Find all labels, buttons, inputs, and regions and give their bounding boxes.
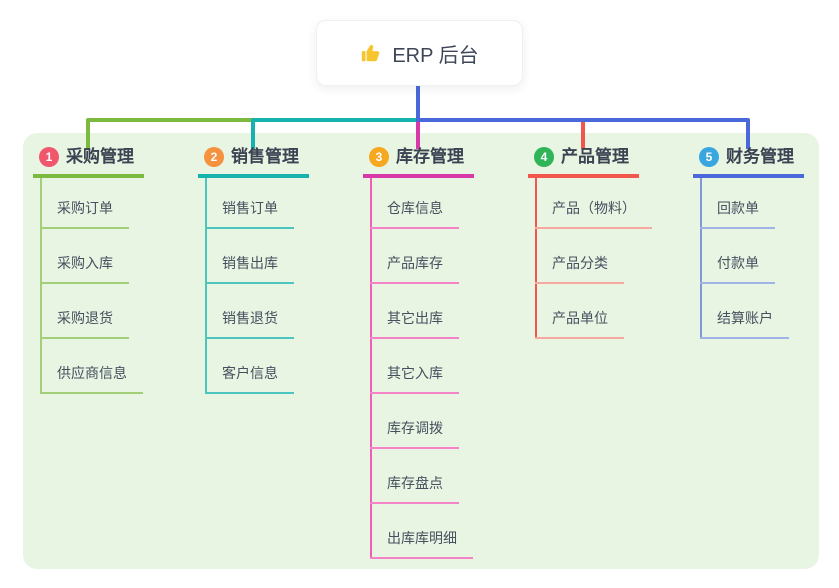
child-node[interactable]: 产品（物料） xyxy=(535,198,652,229)
topic-product[interactable]: 4 产品管理 xyxy=(528,145,639,178)
branches-background-panel xyxy=(23,133,819,569)
topic-purchase[interactable]: 1 采购管理 xyxy=(33,145,144,178)
child-node[interactable]: 其它出库 xyxy=(370,308,459,339)
child-node[interactable]: 库存盘点 xyxy=(370,473,459,504)
thumbs-up-shape xyxy=(362,44,380,62)
child-node[interactable]: 销售订单 xyxy=(205,198,294,229)
child-node[interactable]: 结算账户 xyxy=(700,308,789,339)
child-node[interactable]: 销售退货 xyxy=(205,308,294,339)
child-node[interactable]: 采购订单 xyxy=(40,198,129,229)
number-badge: 5 xyxy=(699,146,719,167)
topic-title: 销售管理 xyxy=(231,147,299,166)
child-node[interactable]: 供应商信息 xyxy=(40,363,143,394)
branch-purchase: 1 采购管理 采购订单 采购入库 采购退货 供应商信息 xyxy=(33,0,203,588)
child-node[interactable]: 产品分类 xyxy=(535,253,624,284)
branch-finance: 5 财务管理 回款单 付款单 结算账户 xyxy=(693,0,839,588)
topic-inventory[interactable]: 3 库存管理 xyxy=(363,145,474,178)
topic-title: 库存管理 xyxy=(396,147,464,166)
topic-title: 采购管理 xyxy=(66,147,134,166)
child-node[interactable]: 出库库明细 xyxy=(370,528,473,559)
number-badge: 1 xyxy=(39,146,59,167)
thumbs-up-icon xyxy=(362,44,380,62)
topic-sales[interactable]: 2 销售管理 xyxy=(198,145,309,178)
root-node[interactable]: ERP 后台 xyxy=(316,20,523,86)
child-node[interactable]: 采购入库 xyxy=(40,253,129,284)
branch-stem-line xyxy=(535,178,537,339)
branch-sales: 2 销售管理 销售订单 销售出库 销售退货 客户信息 xyxy=(198,0,368,588)
branch-inventory: 3 库存管理 仓库信息 产品库存 其它出库 其它入库 库存调拨 库存盘点 出库库… xyxy=(363,0,533,588)
child-node[interactable]: 产品库存 xyxy=(370,253,459,284)
topic-title: 产品管理 xyxy=(561,147,629,166)
branch-stem-line xyxy=(40,178,42,394)
child-node[interactable]: 仓库信息 xyxy=(370,198,459,229)
child-node[interactable]: 采购退货 xyxy=(40,308,129,339)
branch-stem-line xyxy=(700,178,702,339)
branch-stem-line xyxy=(370,178,372,559)
child-node[interactable]: 客户信息 xyxy=(205,363,294,394)
branch-stem-line xyxy=(205,178,207,394)
child-node[interactable]: 销售出库 xyxy=(205,253,294,284)
child-node[interactable]: 付款单 xyxy=(700,253,775,284)
number-badge: 2 xyxy=(204,146,224,167)
root-title: ERP 后台 xyxy=(392,44,479,67)
child-node[interactable]: 其它入库 xyxy=(370,363,459,394)
child-node[interactable]: 库存调拨 xyxy=(370,418,459,449)
topic-finance[interactable]: 5 财务管理 xyxy=(693,145,804,178)
number-badge: 3 xyxy=(369,146,389,167)
child-node[interactable]: 产品单位 xyxy=(535,308,624,339)
child-node[interactable]: 回款单 xyxy=(700,198,775,229)
number-badge: 4 xyxy=(534,146,554,167)
branch-product: 4 产品管理 产品（物料） 产品分类 产品单位 xyxy=(528,0,698,588)
topic-title: 财务管理 xyxy=(726,147,794,166)
